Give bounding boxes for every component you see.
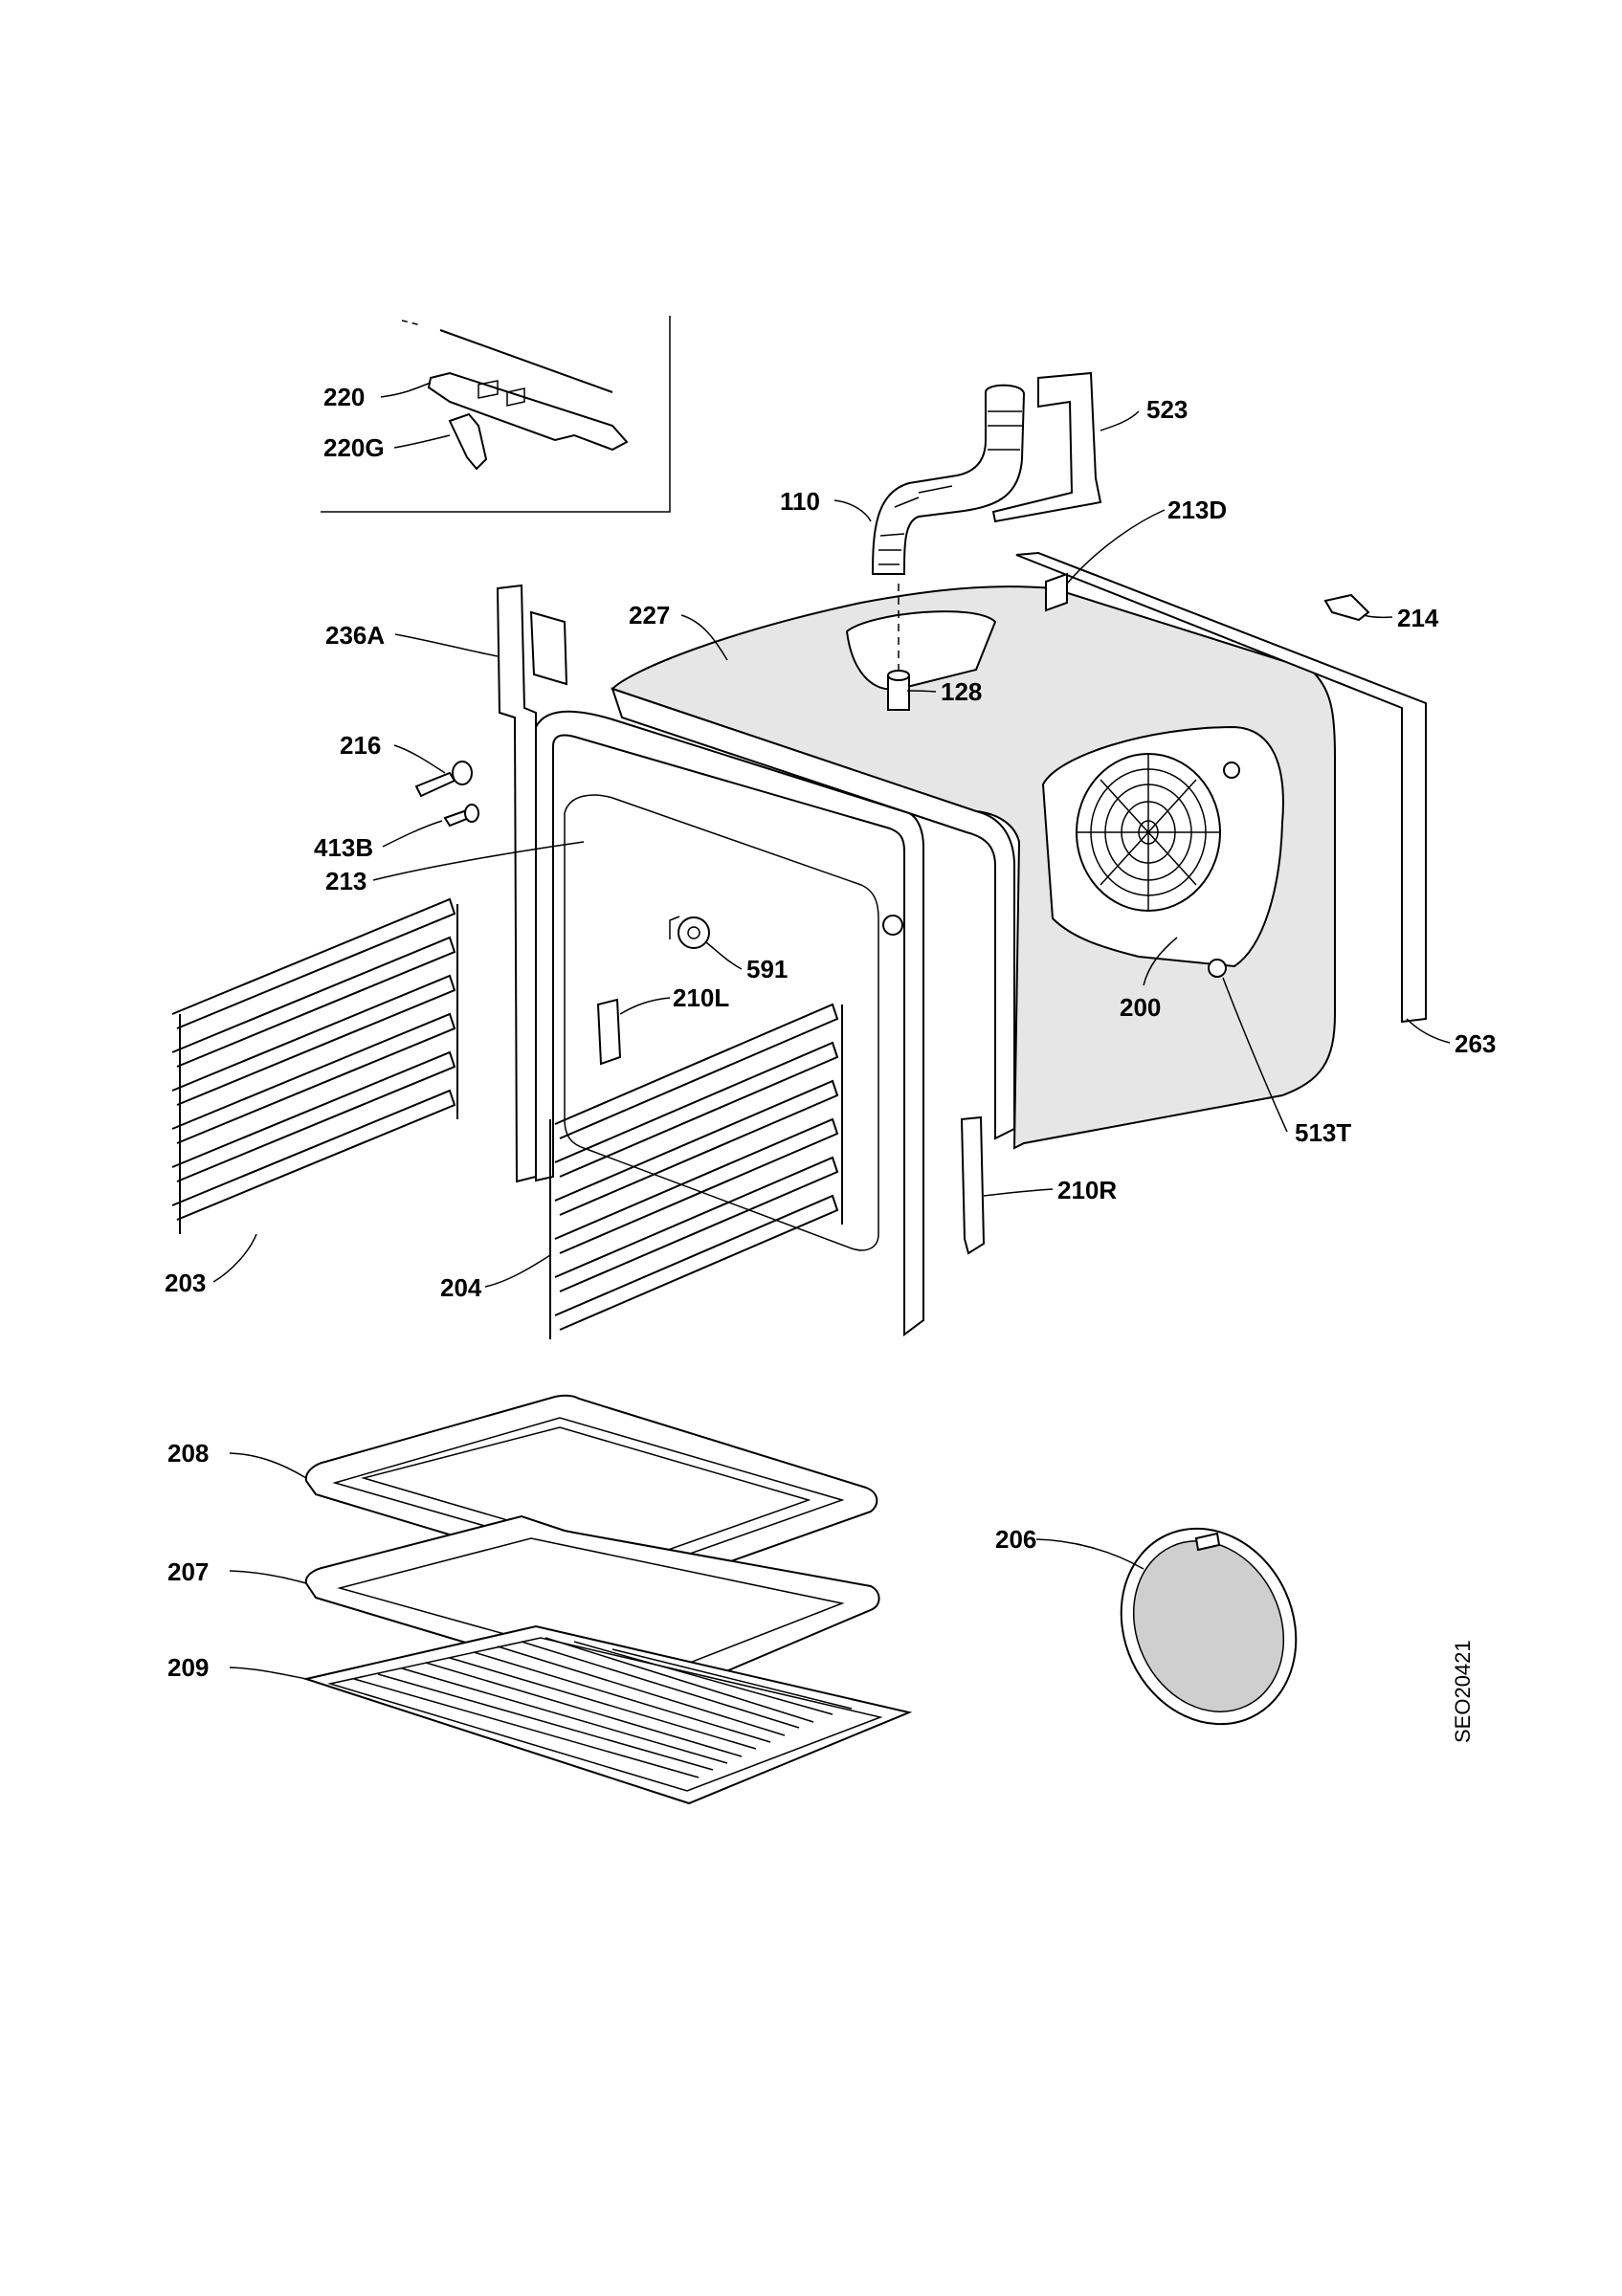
part-523-bracket <box>991 371 1102 523</box>
leader-207 <box>229 1570 307 1584</box>
part-203-left-shelf-runner <box>171 897 458 1234</box>
leader-110 <box>833 499 872 522</box>
part-213-door-seal-frame <box>611 687 1015 1140</box>
door-frame-inner <box>535 710 924 1336</box>
leader-203 <box>212 1233 257 1283</box>
part-236A-hinge-support <box>496 584 537 1183</box>
part-210R-right-support <box>960 1115 986 1255</box>
leader-263 <box>1406 1018 1451 1044</box>
callout-204: 204 <box>440 1273 482 1302</box>
oven-cavity <box>611 551 1427 1150</box>
part-200-fan-assembly <box>1041 725 1284 978</box>
callout-203: 203 <box>165 1269 206 1297</box>
callout-214: 214 <box>1397 604 1439 632</box>
callout-209: 209 <box>167 1653 209 1682</box>
leader-227 <box>680 614 728 661</box>
part-110-flexible-duct <box>871 384 1026 575</box>
callout-236A: 236A <box>325 621 385 650</box>
callout-206: 206 <box>995 1525 1036 1554</box>
callout-220: 220 <box>323 383 365 411</box>
leader-220G <box>393 434 451 449</box>
leader-236A <box>394 633 499 657</box>
leader-216 <box>393 744 446 774</box>
leader-413B <box>382 820 443 848</box>
leader-lines <box>212 382 1451 1680</box>
part-513T-screw <box>1208 959 1227 978</box>
leader-523 <box>1100 410 1140 431</box>
leader-206 <box>1035 1538 1144 1570</box>
callout-263: 263 <box>1455 1029 1496 1058</box>
duct-assembly <box>871 371 1102 575</box>
inset-detail <box>321 316 671 513</box>
callout-213D: 213D <box>1167 496 1227 524</box>
leader-210L <box>619 997 671 1015</box>
callout-200: 200 <box>1120 993 1161 1022</box>
leader-128 <box>906 690 937 693</box>
callout-207: 207 <box>167 1557 209 1586</box>
leader-209 <box>229 1667 307 1680</box>
callout-208: 208 <box>167 1439 209 1468</box>
leader-210R <box>983 1188 1054 1197</box>
inset-frame <box>321 316 671 513</box>
inset-rod <box>439 329 613 393</box>
part-220G-clip <box>448 412 488 471</box>
leader-200 <box>1143 937 1178 986</box>
leader-213D <box>1066 509 1166 585</box>
leader-204 <box>484 1254 551 1288</box>
part-213D-switch <box>1045 572 1068 612</box>
frame-screw <box>882 915 903 936</box>
leader-214 <box>1363 614 1393 619</box>
callout-591: 591 <box>746 955 788 983</box>
callout-128: 128 <box>941 677 982 706</box>
leader-208 <box>229 1452 307 1479</box>
callout-216: 216 <box>340 731 381 760</box>
leader-213 <box>372 841 585 881</box>
leader-513T <box>1222 977 1288 1133</box>
part-591-lamp-cover <box>678 916 710 949</box>
part-216-screw <box>414 771 456 798</box>
callout-110: 110 <box>780 487 820 516</box>
callout-labels: 220 220G 523 110 213D 227 236A 214 128 2… <box>165 383 1496 1682</box>
leader-591 <box>705 941 743 970</box>
drawing-code: SEO20421 <box>1451 1640 1475 1743</box>
front-frame <box>414 584 986 1336</box>
callout-210L: 210L <box>673 983 729 1012</box>
callout-523: 523 <box>1146 395 1188 424</box>
callout-220G: 220G <box>323 433 385 462</box>
part-214-clip <box>1323 593 1370 622</box>
part-206-grease-filter <box>1120 1527 1298 1726</box>
callout-213: 213 <box>325 867 367 895</box>
callout-227: 227 <box>629 601 670 629</box>
callout-513T: 513T <box>1295 1118 1351 1147</box>
inset-dash <box>401 320 422 326</box>
part-209-wire-grid <box>302 1624 913 1805</box>
fan-screw-top <box>1223 762 1240 779</box>
leader-220 <box>380 382 432 398</box>
callout-413B: 413B <box>314 833 373 862</box>
part-128-lamp-holder <box>845 584 997 711</box>
callout-210R: 210R <box>1057 1176 1117 1204</box>
part-210L-left-support <box>596 998 622 1066</box>
part-204-right-shelf-runner <box>549 1003 843 1339</box>
